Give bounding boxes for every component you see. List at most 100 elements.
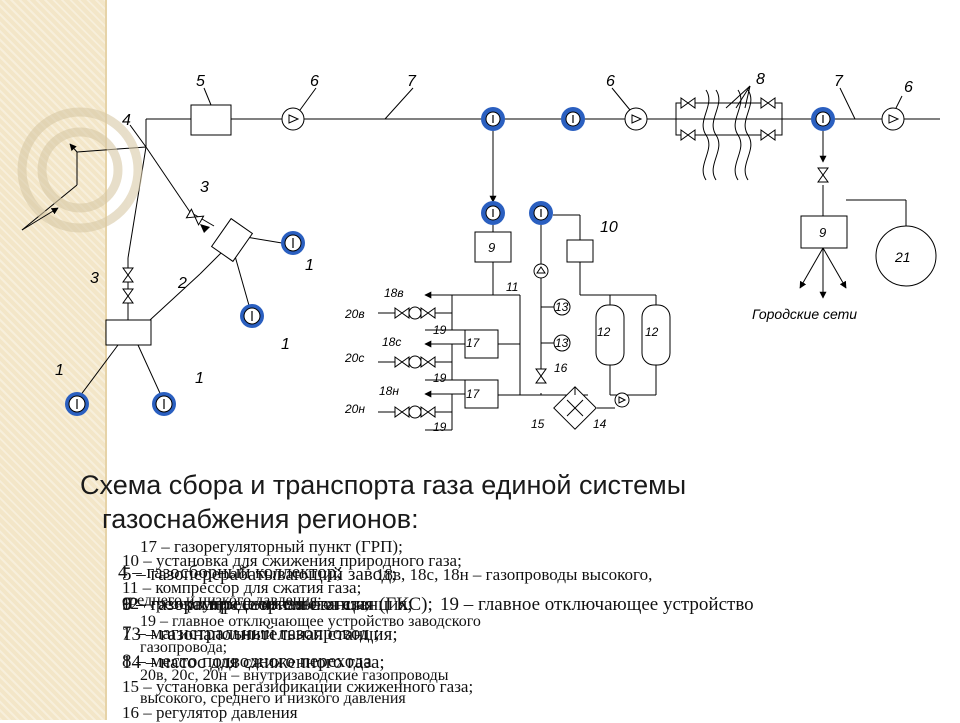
label-20s: 20с	[344, 351, 364, 365]
legend-line: 15 – установка регазификации сжиженного …	[122, 677, 474, 696]
label-6-b: 6	[606, 73, 615, 90]
label-10: 10	[600, 219, 618, 236]
city-valve	[817, 167, 829, 183]
label-20v: 20в	[344, 307, 365, 321]
lng-tank-12-b	[641, 304, 671, 366]
crossing-valve-4	[760, 129, 776, 141]
well-1-c	[64, 391, 90, 417]
shutoff-19-a	[394, 306, 436, 320]
check-valve	[200, 224, 210, 233]
label-19-c: 19	[433, 420, 447, 434]
label-6-c: 6	[904, 79, 913, 96]
legend-line: 5 – газоперерабатывающий завод;	[122, 564, 397, 585]
regasification-unit-15	[553, 386, 597, 430]
band-divider	[105, 0, 107, 720]
crossing-valve-3	[680, 129, 696, 141]
label-18v: 18в	[384, 286, 404, 300]
underwater-crossing-8	[675, 85, 783, 181]
shutoff-19-c	[394, 405, 436, 419]
label-7-a: 7	[407, 73, 417, 90]
compressor-station-6-c	[881, 107, 905, 131]
compressor-11	[533, 263, 549, 279]
legend-line: 20в, 20с, 20н – внутризаводские газопров…	[140, 667, 449, 684]
legend-line: 14 – насос для сжиженного газа;	[122, 652, 385, 673]
label-7-b: 7	[834, 73, 844, 90]
label-19-b: 19	[433, 371, 447, 385]
label-1-a: 1	[305, 257, 314, 274]
label-12-a: 12	[597, 325, 611, 339]
valve-3-lower	[122, 267, 134, 283]
label-1-b: 1	[281, 336, 290, 353]
leader-lines	[129, 87, 903, 148]
label-18s: 18с	[382, 335, 401, 349]
label-17-a: 17	[466, 336, 481, 350]
legend-line: 16 – регулятор давления	[122, 703, 298, 722]
well-1-a	[280, 230, 306, 256]
legend-line: 9 – газораспределительная станция;	[122, 594, 413, 615]
legend-line: 19 – главное отключающее устройство заво…	[140, 613, 481, 630]
label-12-b: 12	[645, 325, 659, 339]
label-16: 16	[554, 361, 568, 375]
compressor-blue-b	[560, 106, 586, 132]
legend-line: 19 – главное отключающее устройство	[440, 594, 754, 615]
gas-processing-plant-5	[190, 104, 232, 136]
underground-storage-21	[875, 225, 937, 287]
well-1-b	[239, 303, 265, 329]
label-13-b: 13	[555, 336, 569, 350]
legend-line: 13 – газонаполнительная станция;	[122, 624, 398, 645]
well-1-d	[151, 391, 177, 417]
legend-line: высокого, среднего и низкого давления	[140, 690, 406, 707]
legend-line: 6 – газокомпрессорная станция (ГКС);	[122, 594, 433, 615]
distribution-station-9-right	[800, 215, 848, 249]
label-21: 21	[894, 249, 911, 265]
compressor-branch-a	[480, 200, 506, 226]
legend-line: 18в, 18с, 18н – газопроводы высокого,	[376, 565, 653, 584]
label-2: 2	[177, 275, 187, 292]
legend-line: среднего и низкого давления;	[122, 592, 322, 609]
label-6-a: 6	[310, 73, 319, 90]
label-9-left: 9	[488, 240, 495, 255]
compressor-blue-a	[480, 106, 506, 132]
compressor-branch-b	[528, 200, 554, 226]
liquefaction-unit-10	[566, 239, 594, 263]
pressure-regulator-16	[535, 368, 547, 384]
label-13-a: 13	[555, 300, 569, 314]
compressor-station-6-b	[624, 107, 648, 131]
city-branch	[799, 131, 907, 299]
label-14: 14	[593, 417, 607, 431]
decorative-rings	[17, 107, 143, 233]
label-1-c: 1	[55, 362, 64, 379]
label-4: 4	[122, 112, 131, 129]
label-3-lower: 3	[90, 270, 99, 287]
label-3-upper: 3	[200, 179, 209, 196]
label-11: 11	[506, 280, 518, 294]
label-19-a: 19	[433, 323, 447, 337]
compressor-blue-c	[810, 106, 836, 132]
label-9-right: 9	[819, 225, 826, 240]
caption-line-2: газоснабжения регионов:	[102, 504, 419, 534]
legend-line: 11 – компрессор для сжатия газа;	[122, 578, 362, 597]
grp-17-b	[464, 379, 499, 409]
label-1-d: 1	[195, 370, 204, 387]
caption-line-1: Схема сбора и транспорта газа единой сис…	[80, 470, 687, 500]
diagram-labels: 5 6 7 6 8 7 6 4 3 3 2 1 1 1 1 10 9 9 21 …	[55, 71, 913, 434]
collector-block	[105, 319, 152, 346]
label-17-b: 17	[466, 387, 481, 401]
crossing-valve-2	[760, 97, 776, 109]
label-city-networks: Городские сети	[752, 306, 857, 322]
compressor-station-6-a	[281, 107, 305, 131]
crossing-valve-1	[680, 97, 696, 109]
label-15: 15	[531, 417, 545, 431]
gas-system-diagram: 5 6 7 6 8 7 6 4 3 3 2 1 1 1 1 10 9 9 21 …	[17, 71, 940, 434]
legend-line: 10 – установка для сжижения природного г…	[122, 551, 462, 570]
label-8: 8	[756, 71, 765, 88]
valve-3-upper	[185, 208, 205, 226]
legend-line: 4 – газосборный коллектор;	[118, 562, 342, 583]
lng-pump-14	[614, 392, 630, 408]
label-20n: 20н	[344, 402, 365, 416]
lng-tank-12-a	[595, 304, 625, 366]
valve-lower-2	[122, 288, 134, 304]
legend-line: 8 – место подводного перехода	[122, 651, 372, 672]
label-5: 5	[196, 73, 205, 90]
legend-line: 12 – резервуары сжиженного газа;	[122, 594, 370, 613]
